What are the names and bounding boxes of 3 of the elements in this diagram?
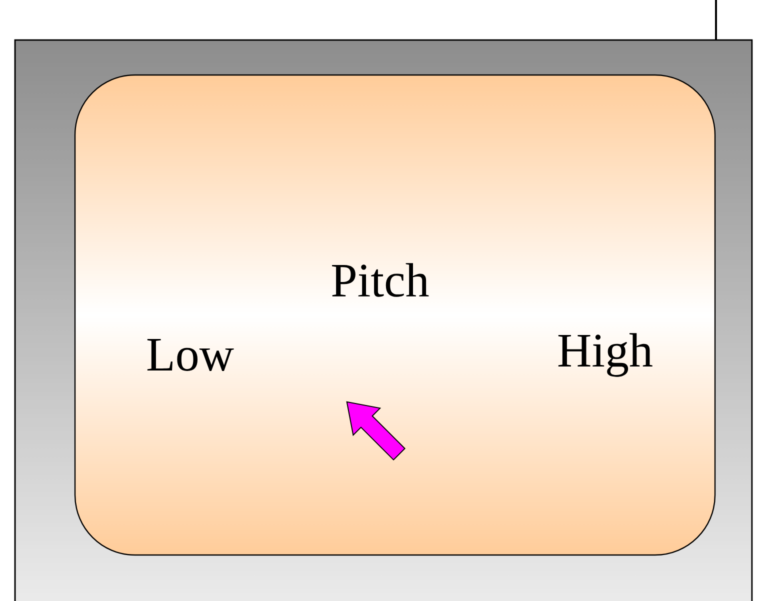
scale-label: High (558, 333, 652, 377)
scale-label: Low (147, 339, 234, 371)
scale-label: Pitch (332, 263, 429, 297)
